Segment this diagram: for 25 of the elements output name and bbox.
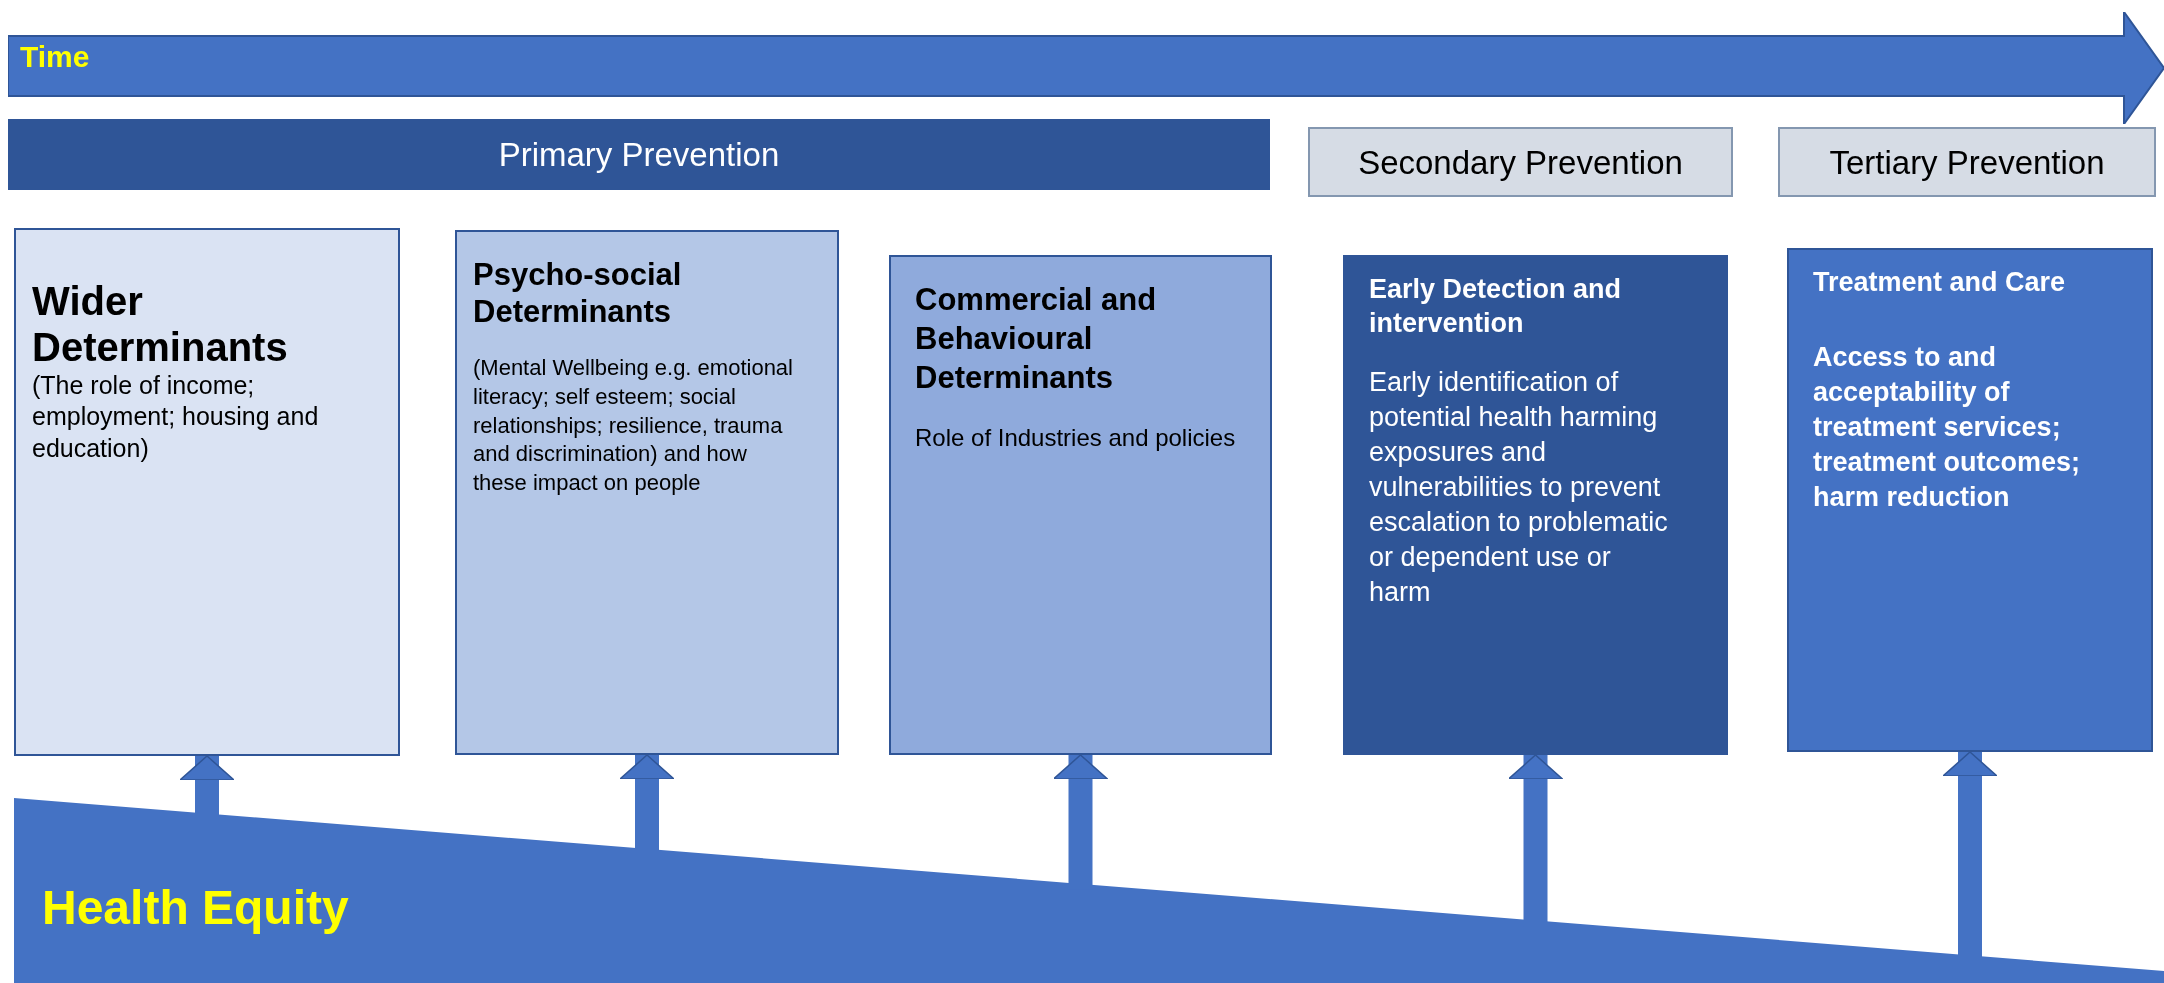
band-label: Primary Prevention (498, 138, 780, 171)
determinant-box (889, 255, 1272, 755)
prevention-band (1308, 127, 1733, 197)
prevention-band (8, 119, 1270, 190)
time-arrow (8, 12, 2164, 124)
intervention-box (1343, 255, 1728, 755)
wedge-label: Health Equity (42, 884, 349, 932)
box-description: (The role of income; employment; housing and education) (32, 370, 320, 464)
band-label: Secondary Prevention (1358, 145, 1683, 179)
prevention-band (1778, 127, 2156, 197)
box-heading: Psycho-social Determinants (473, 256, 683, 331)
intervention-box (1787, 248, 2153, 752)
box-heading: Wider Determinants (32, 278, 289, 370)
box-heading: Early Detection and intervention (1369, 273, 1623, 340)
box-heading: Treatment and Care (1813, 266, 2067, 299)
time-label: Time (20, 42, 90, 72)
box-description: Access to and acceptability of treatment services; treatment outcomes; harm reduction (1813, 340, 2082, 515)
box-description: Early identification of potential health harming exposures and vulnerabilities to prevent escalation to problematic or dependent use or harm (1369, 365, 1669, 610)
determinant-box (14, 228, 400, 756)
box-description: (Mental Wellbeing e.g. emotional literacy; self esteem; social relationships; resilience, trauma and discrimination) and how these impact on people (473, 354, 794, 497)
box-heading: Commercial and Behavioural Determinants (915, 281, 1158, 397)
band-label: Tertiary Prevention (1829, 145, 2105, 179)
box-description: Role of Industries and policies (915, 423, 1237, 454)
health-equity-wedge (14, 798, 2164, 983)
determinant-box (455, 230, 839, 755)
